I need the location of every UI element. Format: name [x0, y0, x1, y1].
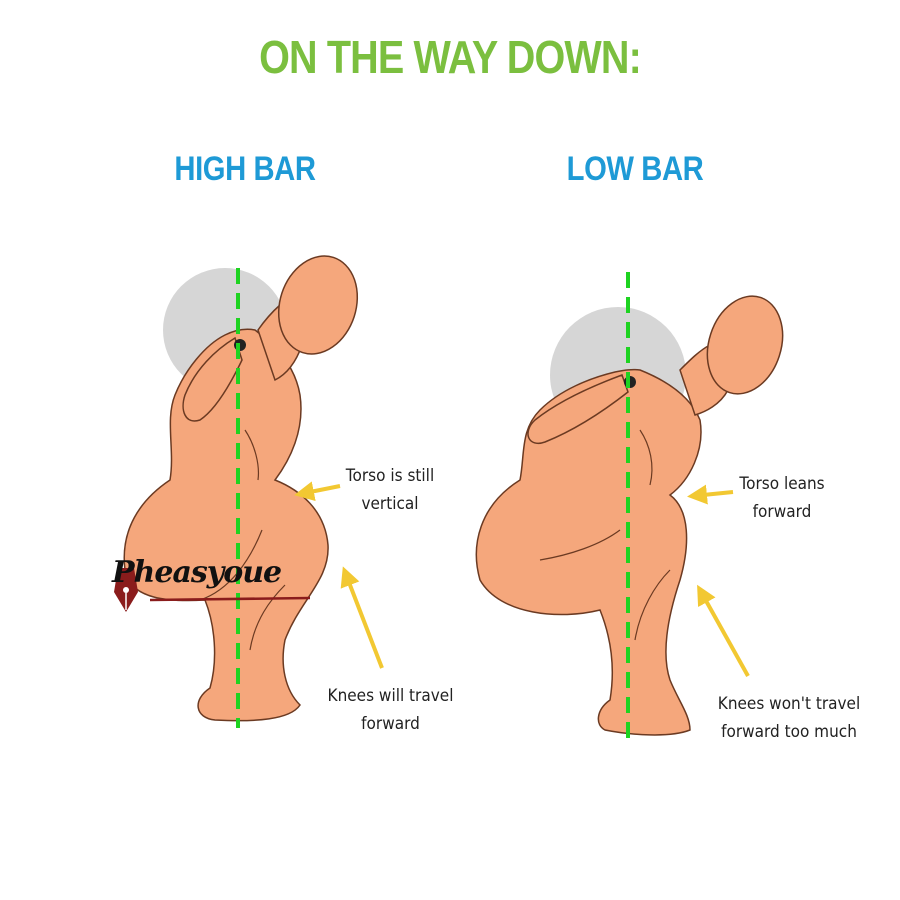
note-line: forward [361, 714, 420, 734]
low-bar-arm [527, 374, 629, 445]
low-bar-body [475, 368, 702, 736]
arrow-icon [340, 566, 384, 669]
high-bar-heading: HIGH BAR [174, 150, 316, 188]
page-title: ON THE WAY DOWN: [259, 31, 642, 83]
note-line: forward too much [721, 722, 857, 742]
arrow-icon [294, 481, 341, 502]
pen-nib-icon [114, 568, 138, 612]
note-line: Knees will travel [327, 686, 454, 706]
high-bar-knee-note: Knees will travel forward [325, 682, 456, 738]
note-line: Knees won't travel [717, 694, 861, 714]
high-bar-figure [123, 255, 359, 728]
low-bar-knee-note: Knees won't travel forward too much [713, 690, 866, 746]
high-bar-torso-note: Torso is still vertical [336, 462, 444, 518]
note-line: Torso leans [739, 474, 825, 494]
arrow-icon [697, 584, 750, 677]
watermark-logo: Pheasyoue [112, 555, 282, 590]
low-bar-torso-note: Torso leans forward [728, 470, 836, 526]
arrow-icon [687, 484, 734, 505]
high-bar-head [277, 255, 359, 355]
note-line: forward [752, 502, 812, 522]
low-bar-head [706, 295, 784, 395]
low-bar-figure [475, 272, 784, 740]
low-bar-heading: LOW BAR [566, 150, 704, 188]
high-bar-body [123, 328, 329, 722]
note-line: vertical [361, 494, 419, 514]
high-bar-arm [182, 336, 243, 422]
note-line: Torso is still [345, 466, 435, 486]
